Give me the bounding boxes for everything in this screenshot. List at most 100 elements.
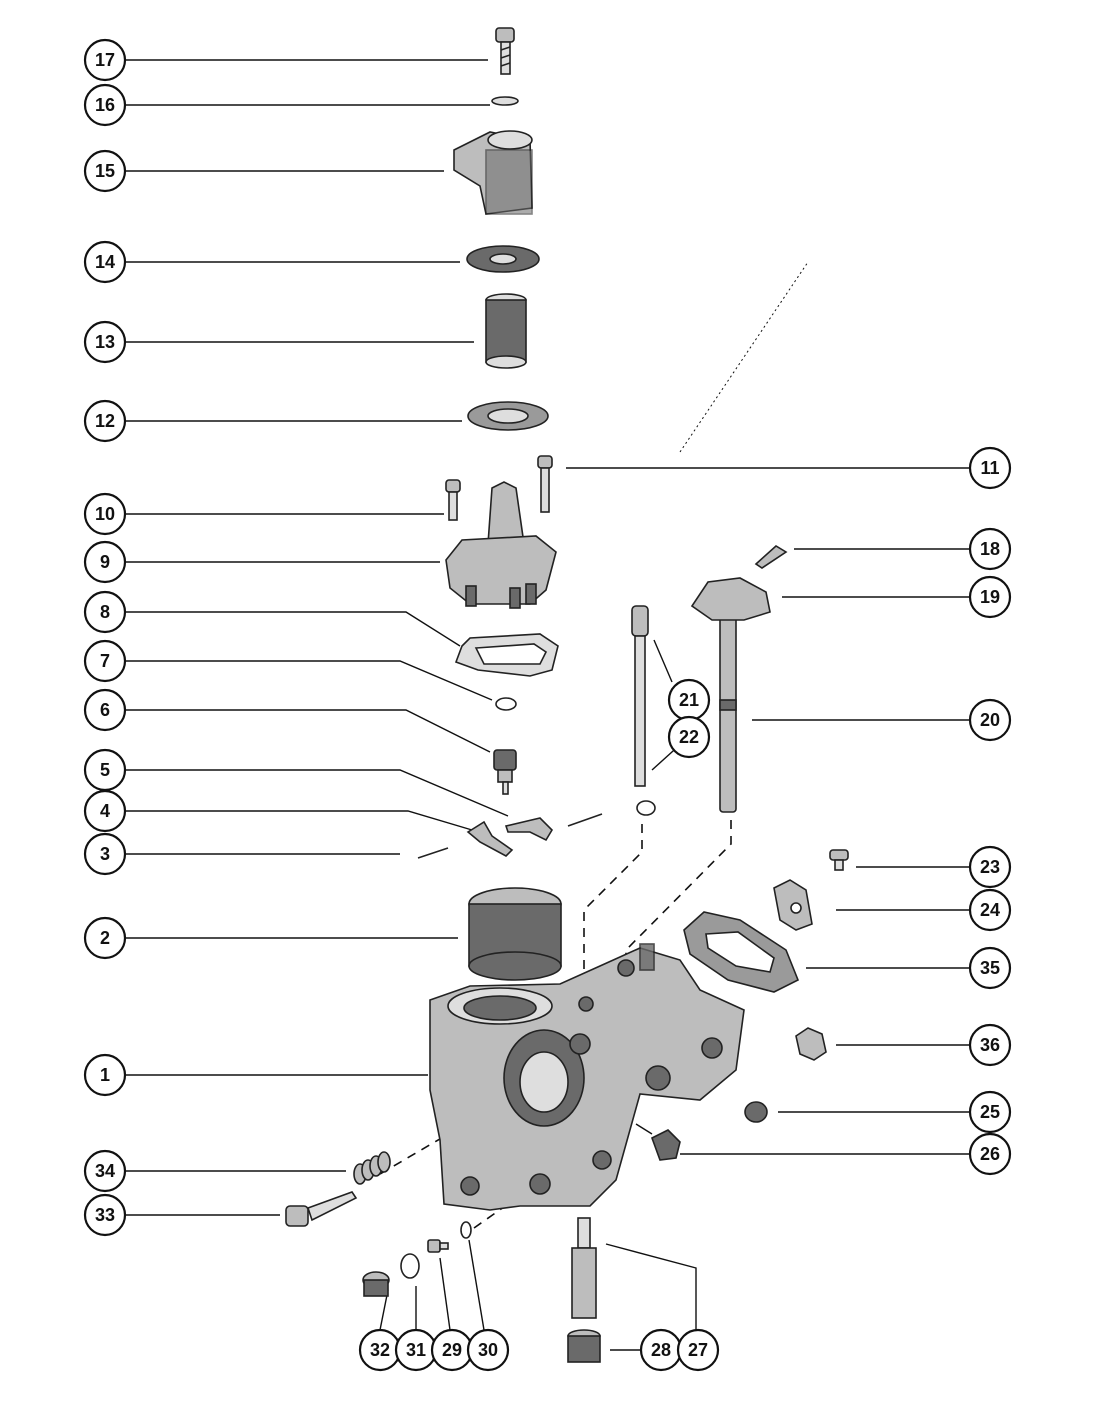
callout-2: 2 [83,916,127,960]
callout-7-label: 7 [100,651,110,671]
part-11-screw [537,455,553,513]
callout-5: 5 [83,748,127,792]
part-17-screw [495,27,515,75]
callout-16: 16 [83,83,127,127]
part-20-tube [719,615,737,813]
part-31-washer [400,1253,420,1279]
callout-26-label: 26 [980,1144,1000,1164]
part-18-screw [754,545,788,569]
callout-19: 19 [968,575,1012,619]
callout-18-label: 18 [980,539,1000,559]
callout-11-label: 11 [980,458,999,478]
callout-30: 30 [466,1328,510,1372]
callout-18: 18 [968,527,1012,571]
callout-31: 31 [394,1328,438,1372]
callout-15: 15 [83,149,127,193]
callout-30-label: 30 [478,1340,498,1360]
callout-27-label: 27 [688,1340,708,1360]
callout-32: 32 [358,1328,402,1372]
part-6-inlet-needle [493,749,517,795]
part-10-screw [445,479,461,521]
callout-28: 28 [639,1328,683,1372]
callout-33: 33 [83,1193,127,1237]
callout-21: 21 [667,678,711,722]
part-5-float-arm [504,817,554,842]
callout-24: 24 [968,888,1012,932]
callout-21-label: 21 [679,690,699,710]
part-32-plug [362,1271,390,1297]
callout-8-label: 8 [100,602,110,622]
callout-4: 4 [83,789,127,833]
part-35-flange-gasket [683,911,800,993]
callout-25-label: 25 [980,1102,1000,1122]
callout-2-label: 2 [100,928,110,948]
part-4-lever [466,820,514,857]
callout-13-label: 13 [95,332,115,352]
callout-11: 11 [968,446,1012,490]
callout-14-label: 14 [95,252,115,272]
callout-7: 7 [83,639,127,683]
callout-22: 22 [667,715,711,759]
part-29-screw [427,1239,449,1253]
callout-36-label: 36 [980,1035,1000,1055]
callout-35: 35 [968,946,1012,990]
leader-lines [126,59,970,1351]
part-8-gasket [454,633,559,677]
part-19-bracket [690,577,771,621]
callout-28-label: 28 [651,1340,671,1360]
callout-35-label: 35 [980,958,1000,978]
callout-4-label: 4 [100,801,110,821]
callout-32-label: 32 [370,1340,390,1360]
part-33-needle-screw [285,1191,358,1227]
callout-6: 6 [83,688,127,732]
part-22-washer [636,800,656,816]
callout-29-label: 29 [442,1340,462,1360]
callout-23: 23 [968,845,1012,889]
part-28-nut [567,1329,601,1363]
callout-20: 20 [968,698,1012,742]
callout-33-label: 33 [95,1205,115,1225]
callout-12: 12 [83,399,127,443]
part-3-pin [417,847,449,859]
callout-15-label: 15 [95,161,115,181]
callout-8: 8 [83,590,127,634]
callout-26: 26 [968,1132,1012,1176]
callout-3-label: 3 [100,844,110,864]
callout-14: 14 [83,240,127,284]
callout-1: 1 [83,1053,127,1097]
part-7-o-ring [495,697,517,711]
callout-36: 36 [968,1023,1012,1067]
part-25-plug [744,1101,768,1123]
part-34-spring [353,1151,391,1185]
callout-25: 25 [968,1090,1012,1134]
part-14-gasket [466,245,540,273]
callout-12-label: 12 [95,411,115,431]
callouts: 17 16 15 14 13 12 10 9 8 7 6 5 4 3 2 1 3… [83,38,1012,1372]
part-16-washer [491,96,519,106]
part-23-screw [829,849,849,871]
part-5-pin [567,813,603,827]
callout-16-label: 16 [95,95,115,115]
callout-5-label: 5 [100,760,110,780]
part-9-inlet-cover [445,481,557,609]
part-30-o-ring [460,1221,472,1239]
part-12-gasket [467,401,549,431]
callout-17-label: 17 [95,50,115,70]
callout-22-label: 22 [679,727,699,747]
callout-6-label: 6 [100,700,110,720]
callout-10-label: 10 [95,504,115,524]
callout-3: 3 [83,832,127,876]
part-36-nut [795,1027,827,1061]
part-1-carburetor-body [429,943,745,1211]
part-26-set-screw [651,1129,681,1161]
callout-34: 34 [83,1149,127,1193]
callout-27: 27 [676,1328,720,1372]
callout-13: 13 [83,320,127,364]
part-13-filter-screen [485,293,527,369]
callout-29: 29 [430,1328,474,1372]
callout-17: 17 [83,38,127,82]
callout-10: 10 [83,492,127,536]
callout-19-label: 19 [980,587,1000,607]
part-15-bowl-cover [453,130,533,215]
